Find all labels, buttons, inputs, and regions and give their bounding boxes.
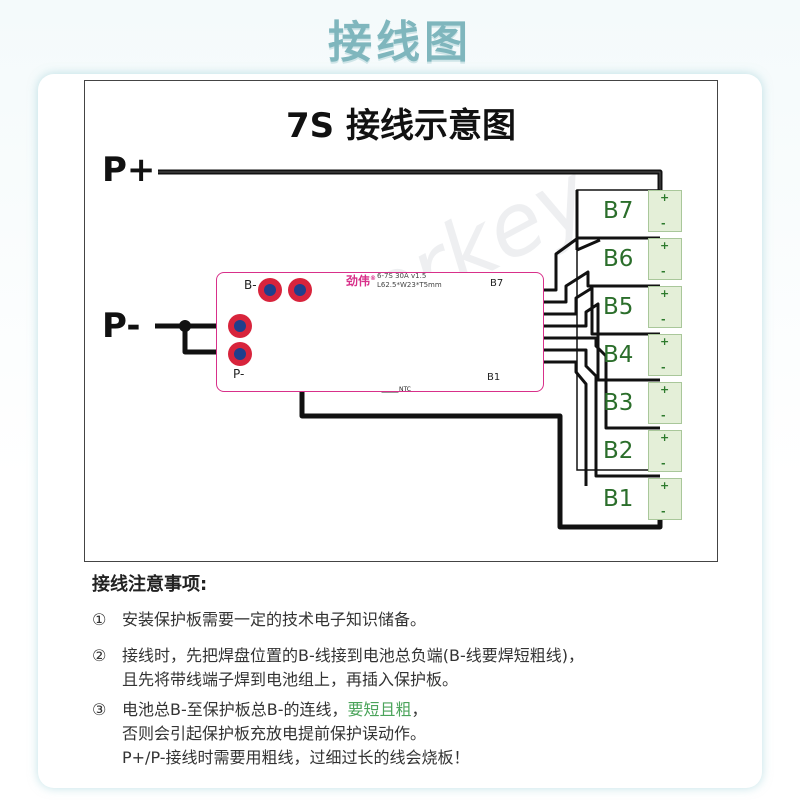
cell-b1: +-	[648, 478, 682, 520]
cell-b6: +-	[648, 238, 682, 280]
cell-label-b1: B1	[603, 486, 634, 512]
p-minus-junction	[179, 320, 191, 332]
p-minus-label: P-	[102, 306, 141, 346]
cell-label-b4: B4	[603, 342, 634, 368]
p-plus-label: P+	[102, 150, 156, 190]
cell-b4: +-	[648, 334, 682, 376]
board-model: 6-7S 30A v1.5 L62.5*W23*T5mm	[377, 272, 442, 289]
cell-b2: +-	[648, 430, 682, 472]
board-brand: 劲伟®	[346, 274, 377, 288]
pad-label-b-minus: B-	[244, 278, 257, 292]
cell-label-b2: B2	[603, 438, 634, 464]
p-minus-wire	[155, 323, 238, 355]
diagram-frame	[84, 80, 718, 562]
diagram-title: 7S 接线示意图	[286, 106, 516, 146]
cell-b5: +-	[648, 286, 682, 328]
cell-label-b3: B3	[603, 390, 634, 416]
cell-b7: +-	[648, 190, 682, 232]
page-title: 接线图	[328, 17, 472, 68]
pad-b-minus-1	[258, 278, 282, 302]
cell-label-b5: B5	[603, 294, 634, 320]
conn-label-b1: B1	[487, 372, 501, 383]
pad-label-p-minus: P-	[233, 367, 245, 381]
content-card	[38, 74, 762, 788]
pad-p-minus-2	[228, 342, 252, 366]
pad-p-minus-1	[228, 314, 252, 338]
conn-label-b7: B7	[490, 278, 504, 289]
cell-b3: +-	[648, 382, 682, 424]
cell-label-b7: B7	[603, 198, 634, 224]
note-3-highlight: 要短且粗	[347, 700, 412, 719]
cell-label-b6: B6	[603, 246, 634, 272]
notes-heading: 接线注意事项:	[92, 574, 208, 595]
ntc-label: NTC	[399, 386, 411, 393]
pad-b-minus-2	[288, 278, 312, 302]
